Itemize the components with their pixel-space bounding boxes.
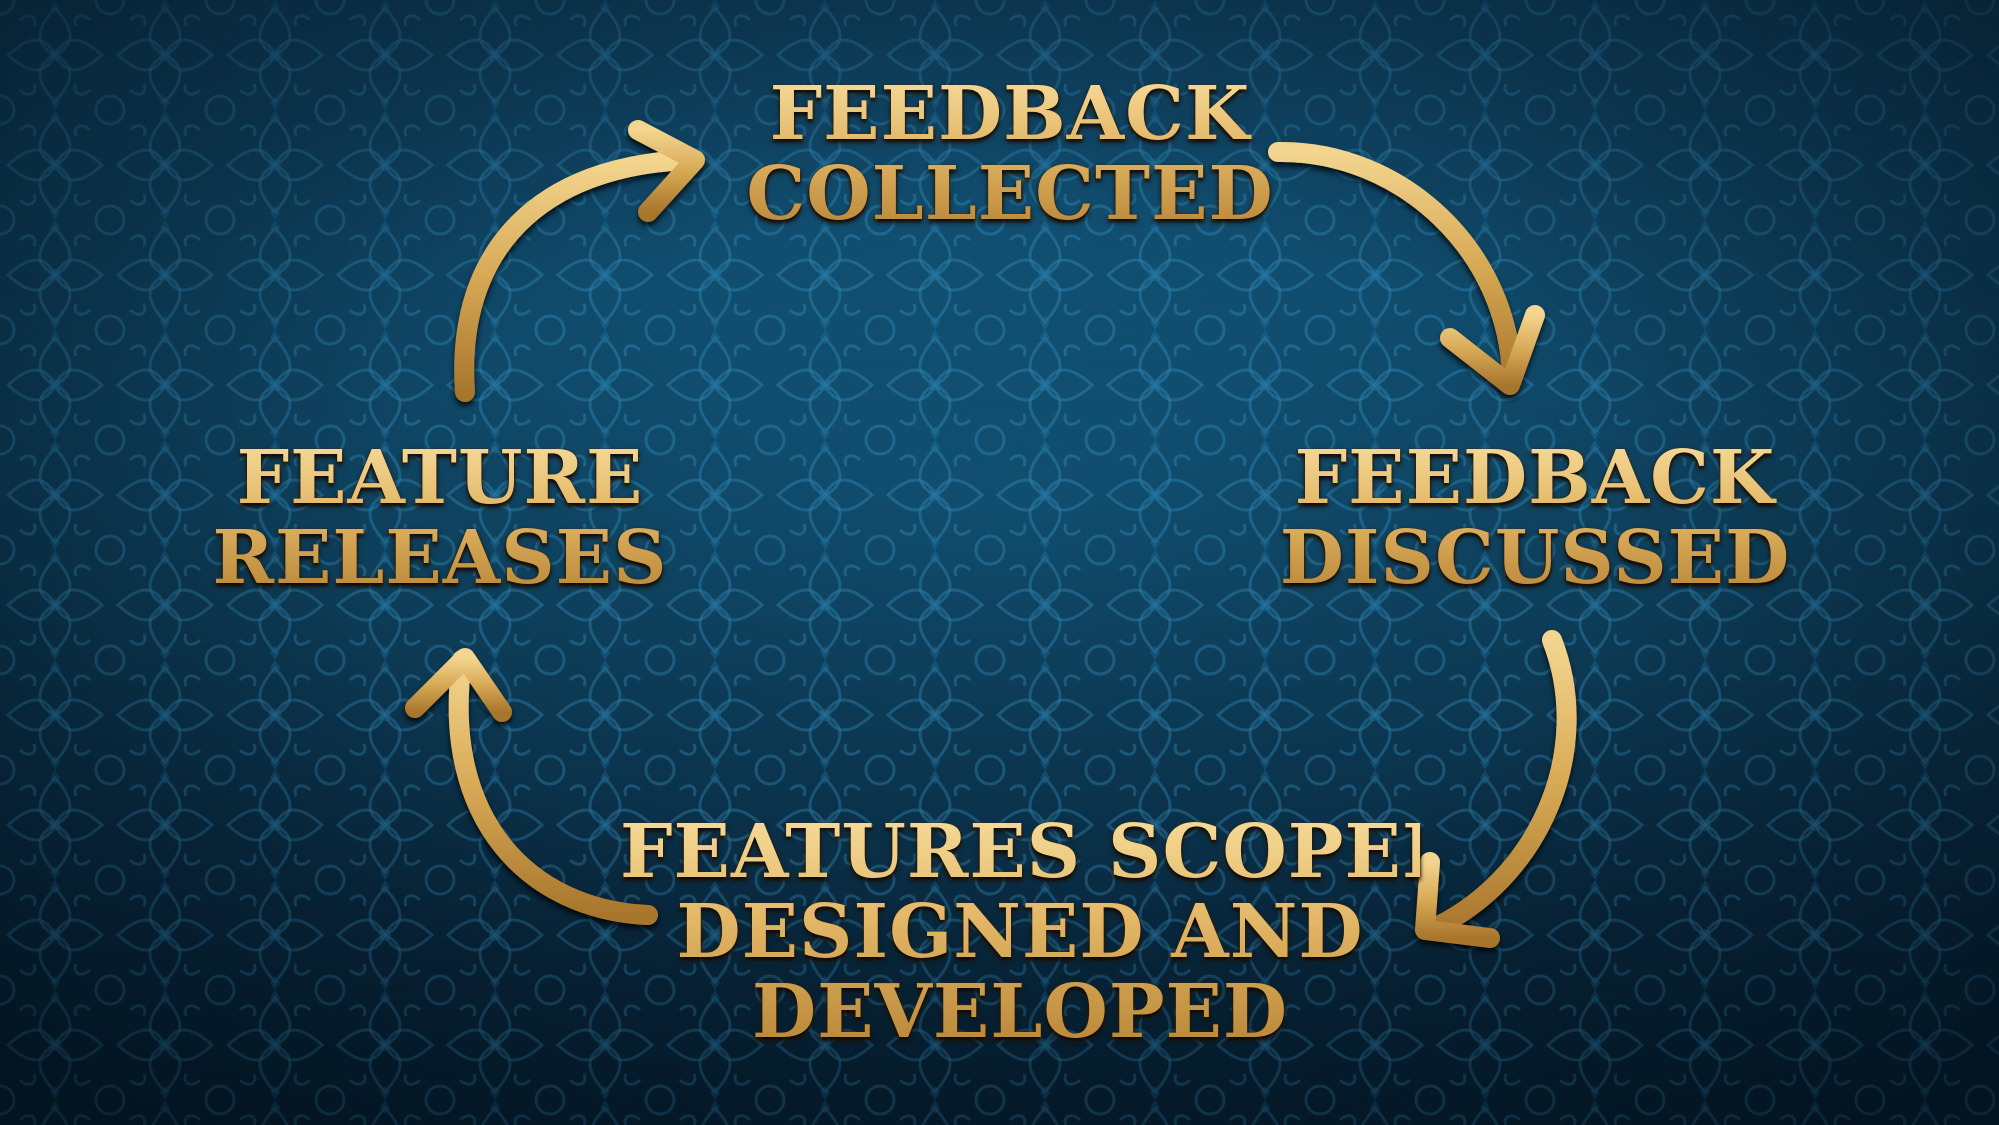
stage-label-line: FEATURE: [236, 435, 644, 521]
stage-label-line: DESIGNED AND: [676, 889, 1364, 975]
arrow-releases-to-collected: [454, 120, 705, 402]
stage-label-line: FEEDBACK: [769, 71, 1251, 157]
stage-label-line: RELEASES: [212, 515, 668, 601]
stage-label-line: DISCUSSED: [1279, 515, 1791, 601]
stage-feedback-collected: FEEDBACK COLLECTED: [700, 74, 1320, 234]
arrow-collected-to-discussed: [1268, 141, 1545, 395]
arrow-developed-to-releases: [405, 648, 658, 925]
stage-features-developed: FEATURES SCOPED, DESIGNED AND DEVELOPED: [620, 812, 1420, 1052]
stage-feature-releases: FEATURE RELEASES: [190, 438, 690, 598]
stage-feedback-discussed: FEEDBACK DISCUSSED: [1270, 438, 1800, 598]
stage-label-line: COLLECTED: [746, 151, 1274, 237]
arrow-discussed-to-developed: [1415, 630, 1577, 948]
stage-label-line: FEATURES SCOPED,: [620, 809, 1492, 895]
stage-label-line: FEEDBACK: [1294, 435, 1776, 521]
stage-label-line: DEVELOPED: [751, 969, 1289, 1055]
